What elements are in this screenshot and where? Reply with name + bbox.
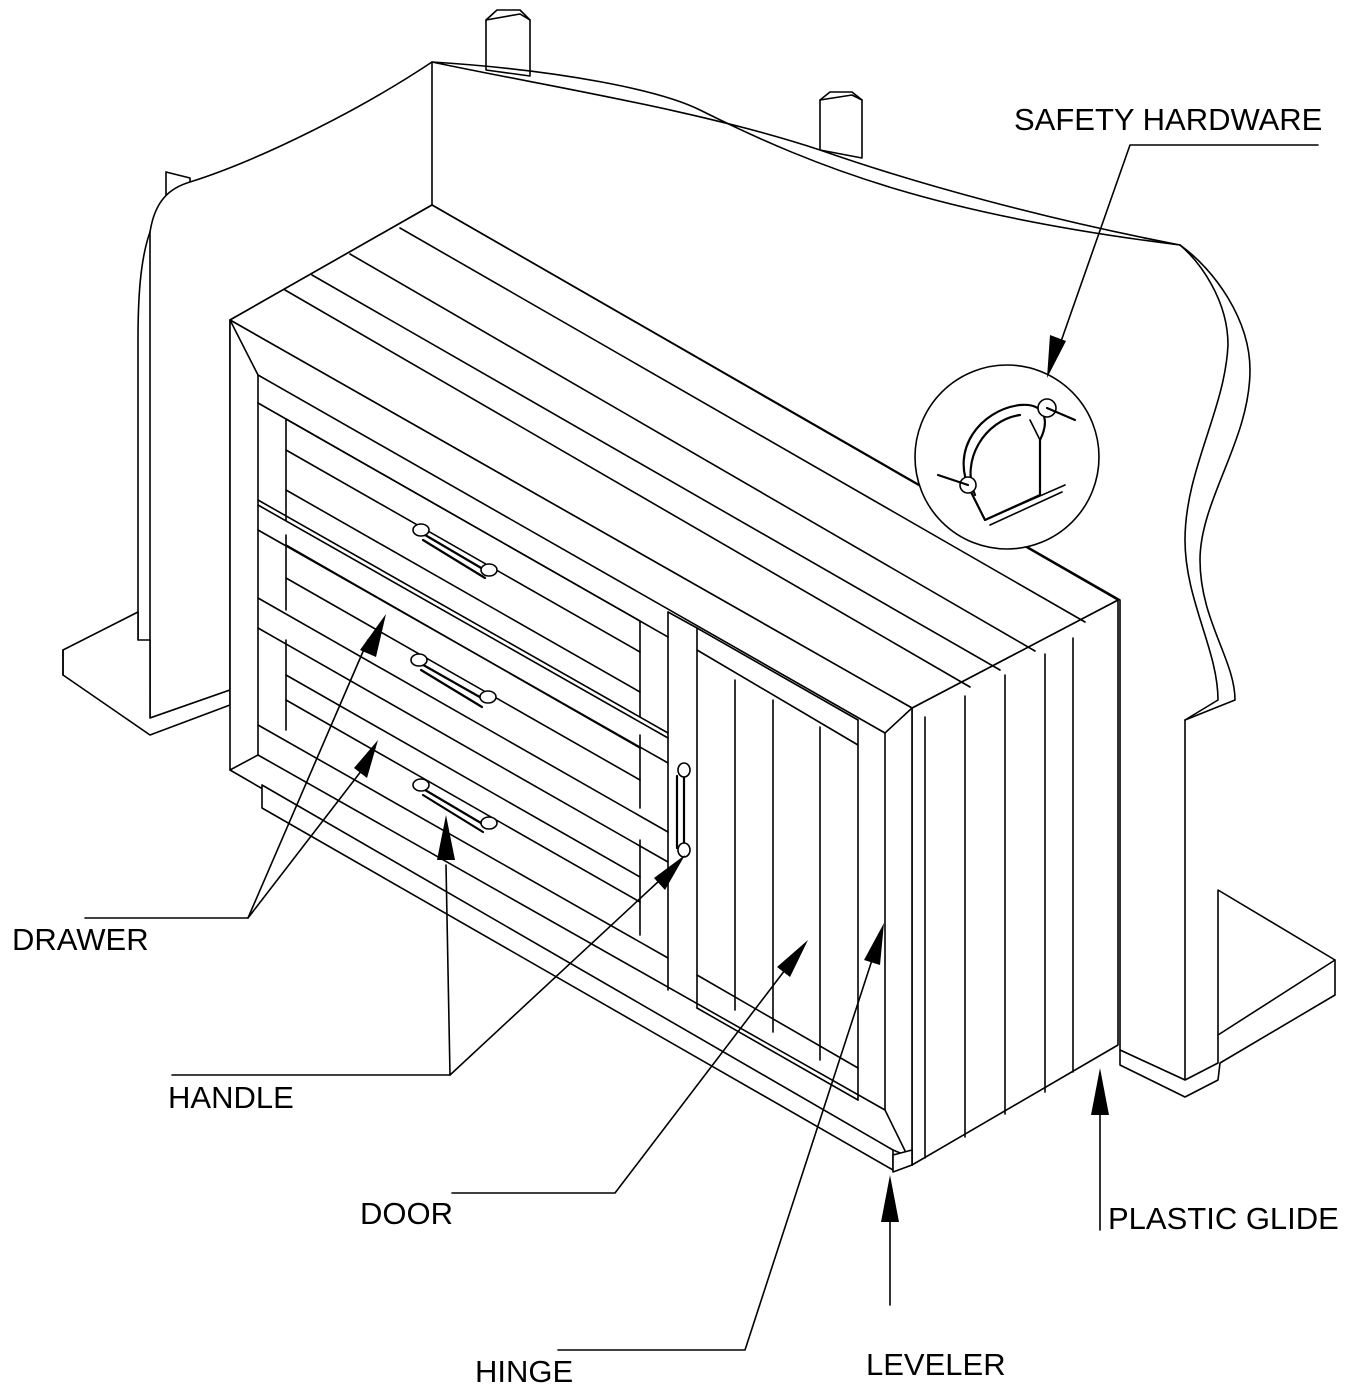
drawer-2[interactable] (257, 504, 669, 863)
handle-drawer-3[interactable] (412, 778, 498, 834)
wall-section (62, 9, 1336, 1098)
handle-drawer-1[interactable] (412, 523, 498, 580)
label-handle: HANDLE (168, 1080, 294, 1115)
wall-face (149, 61, 1251, 1081)
safety-hardware-detail (914, 364, 1100, 550)
label-leveler: LEVELER (866, 1347, 1006, 1382)
handle-drawer-2[interactable] (410, 653, 497, 709)
bottom-plate-left (62, 611, 231, 736)
bottom-plate-right (1119, 889, 1336, 1098)
label-safety-hardware: SAFETY HARDWARE (1014, 102, 1322, 137)
label-door: DOOR (360, 1196, 453, 1231)
label-plastic-glide: PLASTIC GLIDE (1108, 1201, 1339, 1236)
stud-2 (819, 91, 863, 159)
drawer-3[interactable] (257, 639, 669, 959)
callouts (84, 144, 1319, 1351)
handle-door[interactable] (675, 762, 691, 858)
cabinet (229, 204, 1119, 1173)
leveler (892, 1149, 913, 1173)
detail-circle (914, 364, 1100, 550)
label-hinge: HINGE (475, 1354, 573, 1389)
label-drawer: DRAWER (12, 922, 149, 957)
